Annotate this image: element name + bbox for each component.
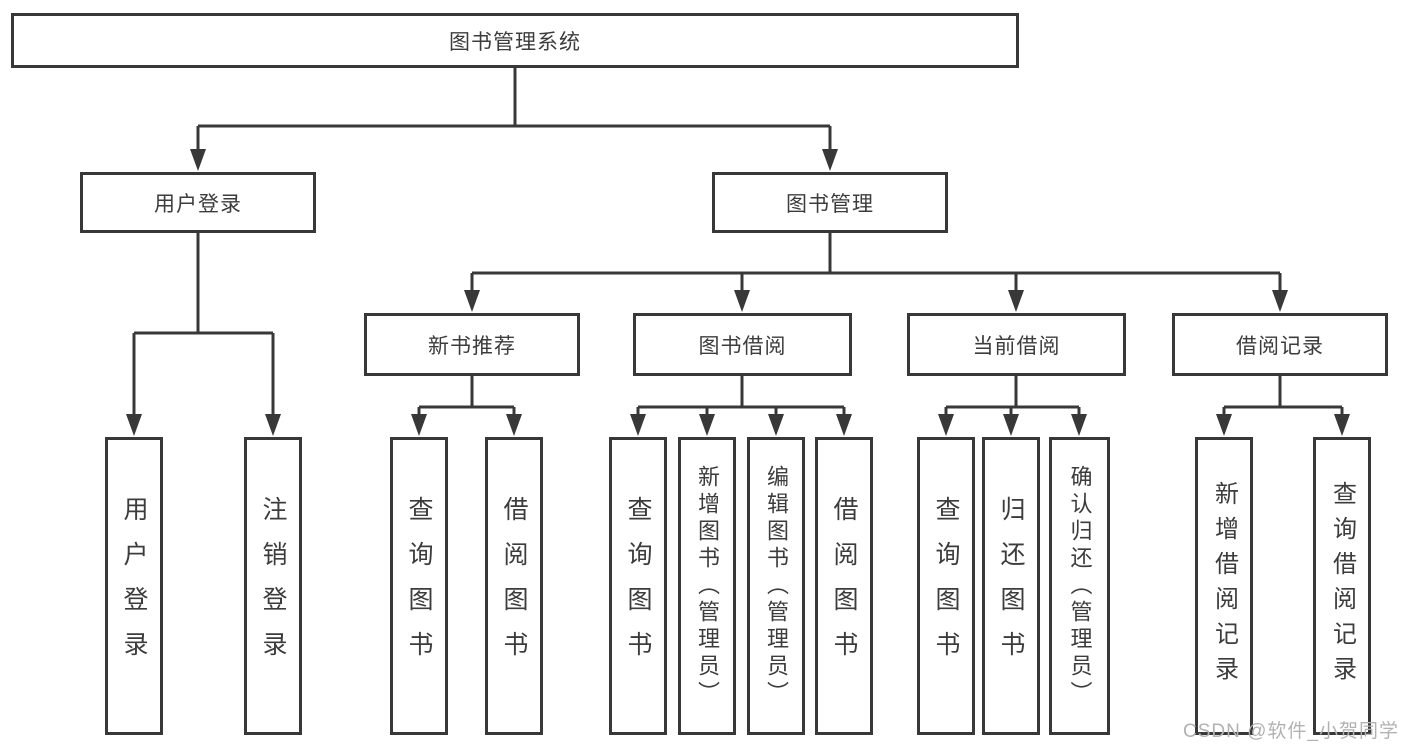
leaf-label: 查询图书 [624,496,652,676]
leaf-add-books-admin: 新增图书（管理员） [678,437,736,735]
leaf-label: 注销登录 [259,496,287,676]
node-current-borrowing: 当前借阅 [907,313,1126,376]
leaf-query-books-borrowing: 查询图书 [609,437,667,735]
leaf-label: 借阅图书 [830,496,858,676]
leaf-label: 借阅图书 [500,496,528,676]
arrowheads-borrowing-records-leaves [1216,414,1350,436]
leaf-user-login: 用户登录 [105,437,163,735]
connector-current-borrowing-branch [944,376,1081,416]
arrowheads-level2 [190,149,838,171]
leaf-label: 归还图书 [997,496,1025,676]
leaf-borrow-books-recommend: 借阅图书 [485,437,543,735]
leaf-query-borrow-record: 查询借阅记录 [1313,437,1371,735]
node-new-book-recommendation: 新书推荐 [364,313,580,376]
arrowheads-user-login-leaves [126,414,281,436]
leaf-label: 新增图书（管理员） [695,464,720,708]
leaf-label: 新增借阅记录 [1210,481,1238,691]
node-book-borrowing: 图书借阅 [633,313,852,376]
node-label: 图书管理 [786,192,874,216]
connector-root-to-level2 [196,68,832,152]
connector-new-book-branch [417,376,516,416]
node-label: 图书借阅 [698,334,787,358]
leaf-label: 查询图书 [405,496,433,676]
node-borrowing-records: 借阅记录 [1172,313,1388,376]
node-label: 借阅记录 [1236,334,1324,358]
leaf-label: 查询图书 [932,496,960,676]
leaf-edit-books-admin: 编辑图书（管理员） [747,437,805,735]
node-book-management: 图书管理 [712,172,948,233]
leaf-return-books: 归还图书 [982,437,1040,735]
arrowheads-new-book-leaves [411,414,522,436]
node-library-management-system: 图书管理系统 [11,13,1019,68]
connector-book-management-branch [470,233,1282,291]
leaf-confirm-return-admin: 确认归还（管理员） [1049,437,1110,735]
leaf-borrow-books: 借阅图书 [815,437,873,735]
arrowheads-level3 [464,290,1288,312]
leaf-query-books-current: 查询图书 [917,437,975,735]
leaf-label: 确认归还（管理员） [1067,464,1093,708]
leaf-label: 用户登录 [120,496,148,676]
node-label: 用户登录 [154,192,242,216]
leaf-label: 编辑图书（管理员） [764,464,789,708]
leaf-add-borrow-record: 新增借阅记录 [1195,437,1253,735]
node-user-login: 用户登录 [80,172,316,233]
node-label: 图书管理系统 [449,30,581,54]
arrowheads-book-borrowing-leaves [630,414,852,436]
node-label: 新书推荐 [428,334,516,358]
csdn-watermark: CSDN @软件_小贺同学 [1183,721,1399,742]
node-label: 当前借阅 [972,334,1061,358]
connector-borrowing-records-branch [1222,376,1344,416]
leaf-query-books-recommend: 查询图书 [390,437,448,735]
leaf-label: 查询借阅记录 [1328,481,1356,691]
arrowheads-current-borrowing-leaves [938,414,1087,436]
connector-user-login-branch [132,233,275,416]
connector-book-borrowing-branch [636,376,846,416]
leaf-logout: 注销登录 [244,437,302,735]
